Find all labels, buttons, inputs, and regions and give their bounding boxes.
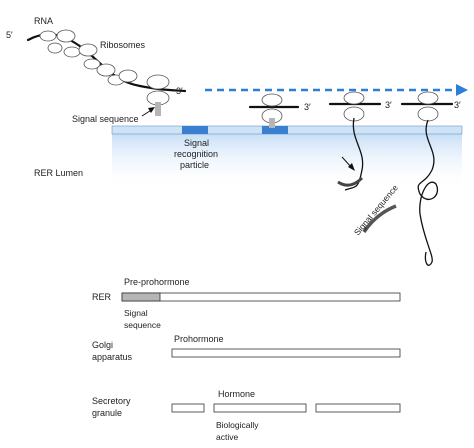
three-prime-label-1: 3′ [176, 86, 183, 96]
docked-ribosome-3 [400, 91, 454, 266]
secretory-fragment-2 [315, 403, 401, 413]
srp-label-2: recognition [174, 149, 218, 159]
rer-lumen-label: RER Lumen [34, 168, 83, 178]
three-prime-label-3: 3′ [385, 100, 392, 110]
rer-label: RER [92, 292, 112, 302]
ribosomes-label: Ribosomes [100, 40, 146, 50]
rna-label: RNA [34, 16, 53, 26]
rer-lumen-gradient [112, 130, 462, 190]
signal-sequence-segment [121, 292, 161, 302]
cleaved-signal-piece-1 [337, 176, 364, 187]
hormone-label: Hormone [218, 389, 255, 399]
signal-label-1: Signal [124, 308, 148, 318]
bio-active-label-2: active [216, 432, 238, 442]
srp-receptor-1 [182, 126, 208, 134]
progress-arrow-head [456, 84, 468, 96]
secretory-label-1: Secretory [92, 396, 131, 406]
ribosome-cluster [39, 29, 138, 86]
pre-prohormone-label: Pre-prohormone [124, 277, 190, 287]
srp-label-3: particle [180, 160, 209, 170]
prohormone-label: Prohormone [174, 334, 224, 344]
secretory-label-2: granule [92, 408, 122, 418]
srp-label-1: Signal [184, 138, 209, 148]
docked-ribosome-1 [248, 93, 300, 128]
cleaved-signal-label: Signal sequence [352, 183, 400, 238]
bio-active-label-1: Biologically [216, 420, 259, 430]
signal-sequence-label: Signal sequence [72, 114, 139, 124]
golgi-label-2: apparatus [92, 352, 133, 362]
pre-prohormone-bar [121, 292, 401, 302]
five-prime-label: 5′ [6, 30, 13, 40]
three-prime-label-4: 3′ [454, 100, 461, 110]
cleaved-signal-fragment [362, 204, 397, 233]
prohormone-bar [171, 348, 401, 358]
hormone-bar [213, 403, 307, 413]
leading-ribosome [146, 74, 170, 116]
signal-label-2: sequence [124, 320, 161, 330]
srp-receptor-2 [262, 126, 288, 134]
signal-peptide-free [155, 102, 161, 116]
docked-ribosome-2 [328, 91, 382, 191]
secretory-fragment-1 [171, 403, 205, 413]
signal-pointer-head [148, 107, 155, 113]
golgi-label-1: Golgi [92, 340, 113, 350]
three-prime-label-2: 3′ [304, 102, 311, 112]
